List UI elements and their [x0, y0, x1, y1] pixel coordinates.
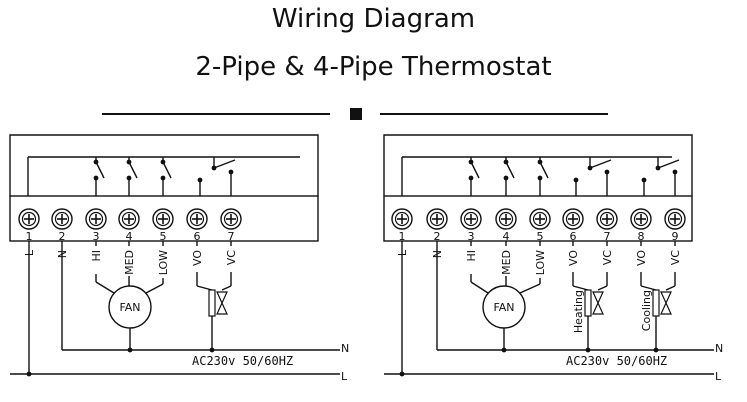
right-fan-label: FAN [493, 301, 514, 314]
right-wire-label-7: VC [601, 250, 614, 266]
right-wire-label-4: MED [500, 250, 513, 275]
left-terminal-number-3: 3 [93, 230, 100, 243]
left-wire-label-4: MED [123, 250, 136, 275]
left-valve-0-vo-join [196, 285, 213, 291]
right-terminal-number-9: 9 [672, 230, 679, 243]
left-wire-label-7: VC [225, 250, 238, 266]
diagram-subtitle: 2-Pipe & 4-Pipe Thermostat [195, 52, 552, 82]
right-wiring-diagram: 123456789LNHIMEDLOWVOVCVOVCNLAC230v 50/6… [383, 134, 723, 383]
left-changeover-blade [213, 159, 236, 169]
left-terminal-number-1: 1 [26, 230, 33, 243]
left-valve-0-vc-join [221, 285, 232, 291]
right-wire-label-8: VO [635, 250, 648, 266]
divider-square [350, 108, 362, 120]
left-enclosure [9, 134, 319, 196]
right-valve-1-bowtie [660, 291, 672, 315]
right-switch-0-blade [470, 161, 480, 179]
right-neutral-line-label: N [715, 342, 723, 355]
left-wire-label-3: HI [90, 250, 103, 262]
left-terminal-number-6: 6 [194, 230, 201, 243]
right-terminal-number-2: 2 [434, 230, 441, 243]
right-valve-0-body [584, 289, 592, 317]
right-valve-0-label: Heating [572, 290, 585, 333]
right-live-line-label: L [715, 370, 722, 383]
left-neutral-line-label: N [341, 342, 349, 355]
left-changeover-no [197, 177, 203, 183]
left-switch-2-blade [162, 161, 172, 179]
right-terminal-number-6: 6 [570, 230, 577, 243]
right-fan-neutral-junction [501, 347, 507, 353]
right-terminal-number-8: 8 [638, 230, 645, 243]
right-terminal-number-5: 5 [537, 230, 544, 243]
right-terminal-number-3: 3 [468, 230, 475, 243]
right-changeover-blade [589, 159, 612, 169]
right-supply-label: AC230v 50/60HZ [566, 354, 667, 368]
left-valve-0-bowtie [216, 291, 228, 315]
left-live-line-label: L [341, 370, 348, 383]
left-switch-1-blade [128, 161, 138, 179]
left-terminal-number-7: 7 [228, 230, 235, 243]
left-terminal-number-5: 5 [160, 230, 167, 243]
right-wire-label-6: VO [567, 250, 580, 266]
right-wire-label-3: HI [465, 250, 478, 262]
left-wire-label-5: LOW [157, 250, 170, 275]
right-valve-0-neutral-junction [585, 347, 591, 353]
right-valve-0-vo-join [572, 285, 589, 291]
right-wire-label-5: LOW [534, 250, 547, 275]
right-enclosure [383, 134, 693, 196]
left-low-wire-b [145, 283, 164, 294]
right-changeover2-no [641, 177, 647, 183]
left-terminal-number-4: 4 [126, 230, 133, 243]
right-low-wire-b [519, 283, 541, 294]
right-changeover2-blade [657, 159, 680, 169]
left-supply-label: AC230v 50/60HZ [192, 354, 293, 368]
right-terminal-number-1: 1 [399, 230, 406, 243]
left-switch-0-blade [95, 161, 105, 179]
diagram-title: Wiring Diagram [271, 4, 476, 34]
left-hi-wire-b [95, 281, 115, 294]
right-valve-1-neutral-junction [653, 347, 659, 353]
right-changeover-no [573, 177, 579, 183]
right-valve-1-label: Cooling [640, 290, 653, 331]
right-valve-0-bowtie [592, 291, 604, 315]
left-fan-neutral-junction [127, 347, 133, 353]
right-switch-2-blade [539, 161, 549, 179]
left-valve-0-body [208, 289, 216, 317]
right-terminal-number-7: 7 [604, 230, 611, 243]
left-wire-label-6: VO [191, 250, 204, 266]
right-valve-1-vo-join [640, 285, 657, 291]
left-valve-0-neutral-junction [209, 347, 215, 353]
right-switch-1-blade [505, 161, 515, 179]
right-valve-0-vc-join [597, 285, 608, 291]
right-wire-label-9: VC [669, 250, 682, 266]
right-valve-1-body [652, 289, 660, 317]
left-fan-label: FAN [119, 301, 140, 314]
right-hi-wire-b [470, 281, 489, 294]
right-valve-1-vc-join [665, 285, 676, 291]
left-terminal-number-2: 2 [59, 230, 66, 243]
right-terminal-number-4: 4 [503, 230, 510, 243]
